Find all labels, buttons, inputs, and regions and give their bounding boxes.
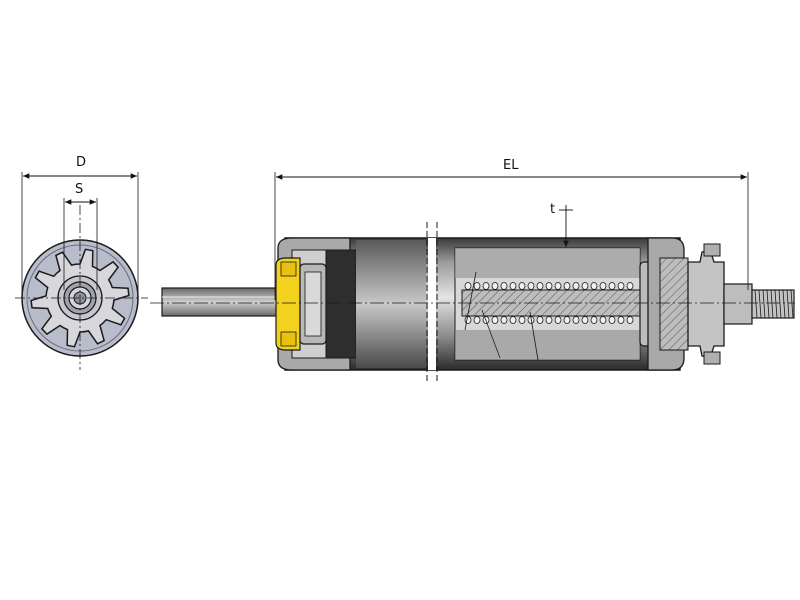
spring-coil <box>581 316 589 324</box>
spring-coil <box>509 282 517 290</box>
side-section-view: EL t <box>150 158 795 384</box>
spring-coil <box>608 282 616 290</box>
left-hub <box>325 249 357 359</box>
spring-coil <box>482 282 490 290</box>
right-sprocket-teeth-bottom <box>703 351 721 365</box>
left-bearing-race <box>304 271 322 337</box>
leader-line-b <box>529 311 539 361</box>
spring-coil <box>464 282 472 290</box>
thread-line <box>778 289 782 319</box>
spring-coil <box>572 282 580 290</box>
spring-coil <box>491 316 499 324</box>
spring-coil <box>626 282 634 290</box>
spring-coil <box>608 316 616 324</box>
tube-solid-section <box>356 240 426 368</box>
spring-coil <box>554 316 562 324</box>
thread-line <box>790 289 794 319</box>
left-bearing-seal-ring-bottom <box>280 331 297 347</box>
thread-marks <box>754 289 794 319</box>
leader-line-c <box>464 271 477 331</box>
thread-line <box>782 289 786 319</box>
dim-s-label: S <box>75 182 83 197</box>
spring-coil <box>572 316 580 324</box>
thread-line <box>762 289 766 319</box>
thread-line <box>758 289 762 319</box>
spring-coil <box>545 316 553 324</box>
thread-line <box>774 289 778 319</box>
break-gap <box>428 238 436 370</box>
right-sprocket <box>687 249 725 359</box>
dim-el-label: EL <box>503 158 519 173</box>
spring-coil <box>518 282 526 290</box>
spring-coil <box>590 316 598 324</box>
spring-coil <box>518 316 526 324</box>
thread-line <box>786 289 790 319</box>
thread-line <box>766 289 770 319</box>
shaft-left <box>161 287 293 317</box>
spring-coil <box>581 282 589 290</box>
spring-coil <box>599 282 607 290</box>
spring-coil <box>599 316 607 324</box>
inner-cutaway-shade-bottom <box>455 330 640 360</box>
spring-coil <box>473 282 481 290</box>
spring-coil <box>473 316 481 324</box>
spring-coil <box>545 282 553 290</box>
spring-coil <box>617 282 625 290</box>
left-bearing-seal <box>275 257 301 351</box>
spring-coils <box>464 282 634 324</box>
spring-coil <box>491 282 499 290</box>
spring-coil <box>617 316 625 324</box>
dim-t-label: t <box>550 202 555 217</box>
spring-coil <box>509 316 517 324</box>
leader-line-a <box>481 309 501 359</box>
right-end-cap-flange <box>659 257 689 351</box>
spring-coil <box>464 316 472 324</box>
thread-line <box>754 289 758 319</box>
spring-coil <box>536 282 544 290</box>
spring-coil <box>536 316 544 324</box>
spring-coil <box>554 282 562 290</box>
spring-coil <box>626 316 634 324</box>
inner-cutaway-shade-top <box>455 248 640 278</box>
dim-d-label: D <box>76 155 86 170</box>
thread-line <box>770 289 774 319</box>
left-bearing-seal-ring-top <box>280 261 297 277</box>
spring-coil <box>500 282 508 290</box>
spring-coil <box>563 316 571 324</box>
spring-coil <box>527 282 535 290</box>
right-sprocket-teeth-top <box>703 243 721 257</box>
spring-coil <box>590 282 598 290</box>
spring-coil <box>500 316 508 324</box>
end-view: D S <box>15 155 148 370</box>
spring-coil <box>563 282 571 290</box>
